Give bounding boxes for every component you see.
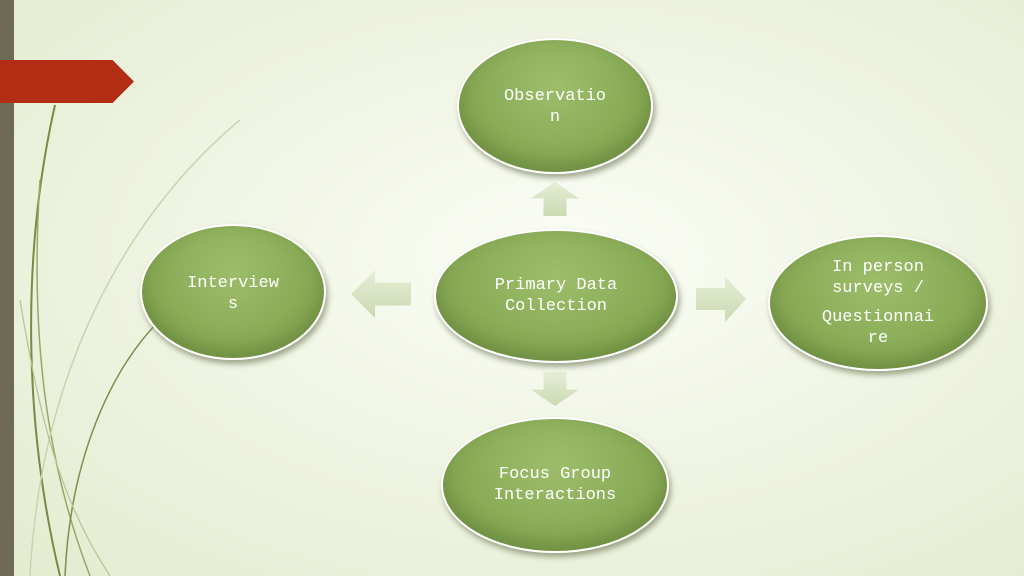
node-focus-group-interactions: Focus Group Interactions <box>441 417 669 553</box>
node-surveys-line4: re <box>867 329 889 348</box>
node-observation-line1: Observatio <box>503 87 607 106</box>
left-side-bar <box>0 0 14 576</box>
arrow-to-interviews <box>351 270 411 318</box>
node-center-line2: Collection <box>504 297 608 316</box>
node-in-person-surveys: In person surveys / Questionnai re <box>768 235 988 371</box>
node-surveys-line3: Questionnai <box>821 308 935 327</box>
node-observation-line2: n <box>549 108 561 127</box>
arrow-to-observation <box>531 182 579 216</box>
node-focus-line2: Interactions <box>493 486 617 505</box>
node-observation: Observatio n <box>457 38 653 174</box>
node-center-line1: Primary Data <box>494 276 618 295</box>
node-focus-line1: Focus Group <box>498 465 612 484</box>
node-primary-data-collection: Primary Data Collection <box>434 229 678 363</box>
decorative-curves <box>19 104 240 576</box>
node-surveys-line1: In person <box>832 258 924 277</box>
node-interviews: Interview s <box>140 224 326 360</box>
accent-arrow-tab <box>0 60 134 103</box>
arrow-to-focus-group <box>531 372 579 406</box>
node-interviews-line1: Interview <box>187 274 279 293</box>
node-surveys-line2: surveys / <box>832 279 924 298</box>
arrow-to-surveys <box>696 276 746 322</box>
node-interviews-line2: s <box>227 295 239 314</box>
